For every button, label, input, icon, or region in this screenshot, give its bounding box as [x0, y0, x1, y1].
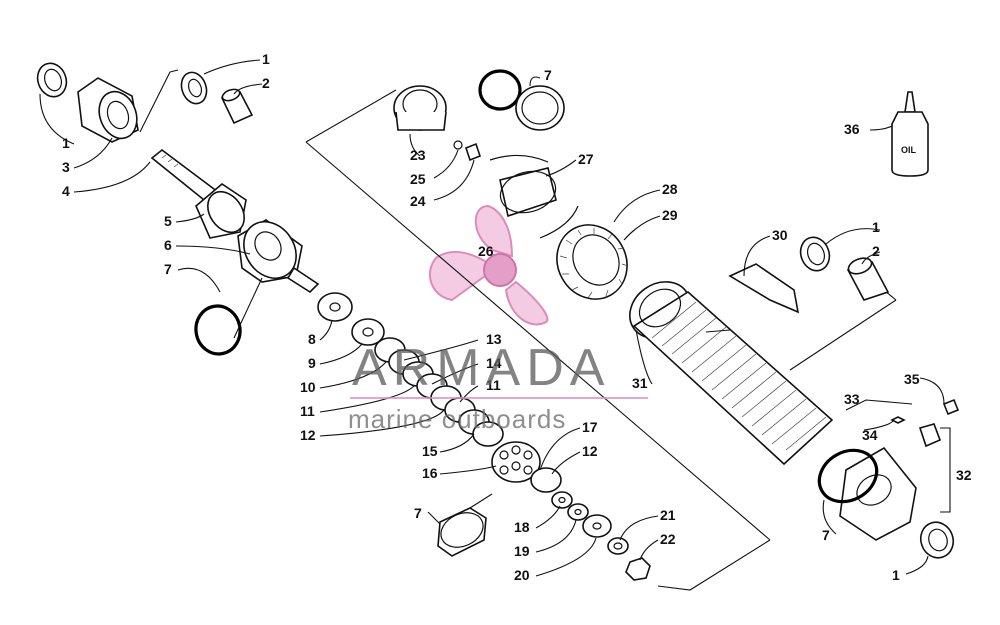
- watermark-tagline: marine outboards: [348, 404, 566, 434]
- callout-2: 2: [262, 75, 270, 91]
- callout-31: 31: [632, 375, 648, 391]
- callout-9: 9: [308, 355, 316, 371]
- sleeve-2: [220, 88, 254, 125]
- callout-11: 11: [486, 377, 501, 393]
- oil-bottle-36: OIL: [891, 91, 929, 177]
- end-cap-assembly: [839, 446, 917, 541]
- body-frame-line: [305, 89, 771, 591]
- bushing-1-small: [180, 71, 208, 105]
- callout-7: 7: [164, 261, 172, 277]
- callout-20: 20: [514, 567, 530, 583]
- callout-24: 24: [410, 193, 426, 209]
- washer-stack: [317, 292, 504, 447]
- piston-16: [491, 441, 541, 483]
- callout-32: 32: [956, 467, 972, 483]
- callout-29: 29: [662, 207, 678, 223]
- callout-16: 16: [422, 465, 438, 481]
- callout-22: 22: [660, 531, 676, 547]
- valve-32-34-35: [890, 398, 960, 448]
- leader-lines: [39, 59, 945, 577]
- bracket-line-1-2: [139, 69, 179, 133]
- reservoir-cap-23: [393, 85, 447, 131]
- callout-28: 28: [662, 181, 678, 197]
- callout-4: 4: [62, 183, 70, 199]
- callout-3: 3: [62, 159, 70, 175]
- callout-30: 30: [772, 227, 788, 243]
- piston-body-6: [237, 219, 320, 294]
- callout-5: 5: [164, 213, 172, 229]
- o-ring-7-left: [194, 304, 242, 356]
- callout-10: 10: [300, 379, 316, 395]
- eye-bearing-3: [77, 77, 139, 143]
- callout-33: 33: [844, 391, 860, 407]
- callout-25: 25: [410, 171, 426, 187]
- callout-14: 14: [486, 355, 502, 371]
- bracket-33: [845, 399, 913, 411]
- callout-7: 7: [822, 527, 830, 543]
- callout-1: 1: [892, 567, 900, 583]
- callout-19: 19: [514, 543, 530, 559]
- oil-label: OIL: [901, 145, 917, 155]
- callout-23: 23: [410, 147, 426, 163]
- callout-6: 6: [164, 237, 172, 253]
- o-ring-7-right: [817, 448, 879, 504]
- sleeve-2-right: [846, 257, 890, 301]
- callout-21: 21: [660, 507, 676, 523]
- bushing-1-lower-right: [919, 521, 955, 559]
- callout-13: 13: [486, 331, 502, 347]
- sleeve-30: [728, 263, 800, 314]
- callout-1: 1: [872, 219, 880, 235]
- callout-1: 1: [262, 51, 270, 67]
- lower-washers: [530, 467, 651, 581]
- callout-7: 7: [544, 67, 552, 83]
- callout-35: 35: [904, 371, 920, 387]
- reservoir-body-31: [629, 281, 834, 466]
- ring-7-lower: [437, 507, 487, 557]
- body-cap-5: [195, 183, 247, 239]
- bracket-32: [940, 427, 951, 513]
- callout-8: 8: [308, 331, 316, 347]
- callout-1: 1: [62, 135, 70, 151]
- bushing-1-right: [799, 236, 831, 272]
- callout-12: 12: [582, 443, 598, 459]
- callout-36: 36: [844, 121, 860, 137]
- spring-nut-28-29: [556, 224, 629, 300]
- watermark-propeller-logo: [428, 204, 549, 326]
- callout-17: 17: [582, 419, 598, 435]
- callout-26: 26: [478, 243, 494, 259]
- callout-2: 2: [872, 243, 880, 259]
- callout-11: 11: [300, 403, 315, 419]
- callout-numbers: 1 2 1 3 4 5 6 7 7 23 25 24 27 28 29 26 3…: [62, 51, 972, 583]
- callout-27: 27: [578, 151, 594, 167]
- watermark-brand: ARMADA: [352, 339, 610, 397]
- callout-34: 34: [862, 427, 878, 443]
- bushing-1-upper-left: [36, 62, 68, 98]
- valve-parts-24-25: [453, 140, 481, 162]
- watermark: ARMADA marine outboards: [348, 339, 648, 434]
- ring-7-top: [515, 85, 565, 131]
- o-ring-7-top: [478, 69, 522, 111]
- piston-ring-27: [489, 154, 579, 239]
- callout-15: 15: [422, 443, 438, 459]
- callout-7: 7: [414, 505, 422, 521]
- callout-18: 18: [514, 519, 530, 535]
- callout-12: 12: [300, 427, 316, 443]
